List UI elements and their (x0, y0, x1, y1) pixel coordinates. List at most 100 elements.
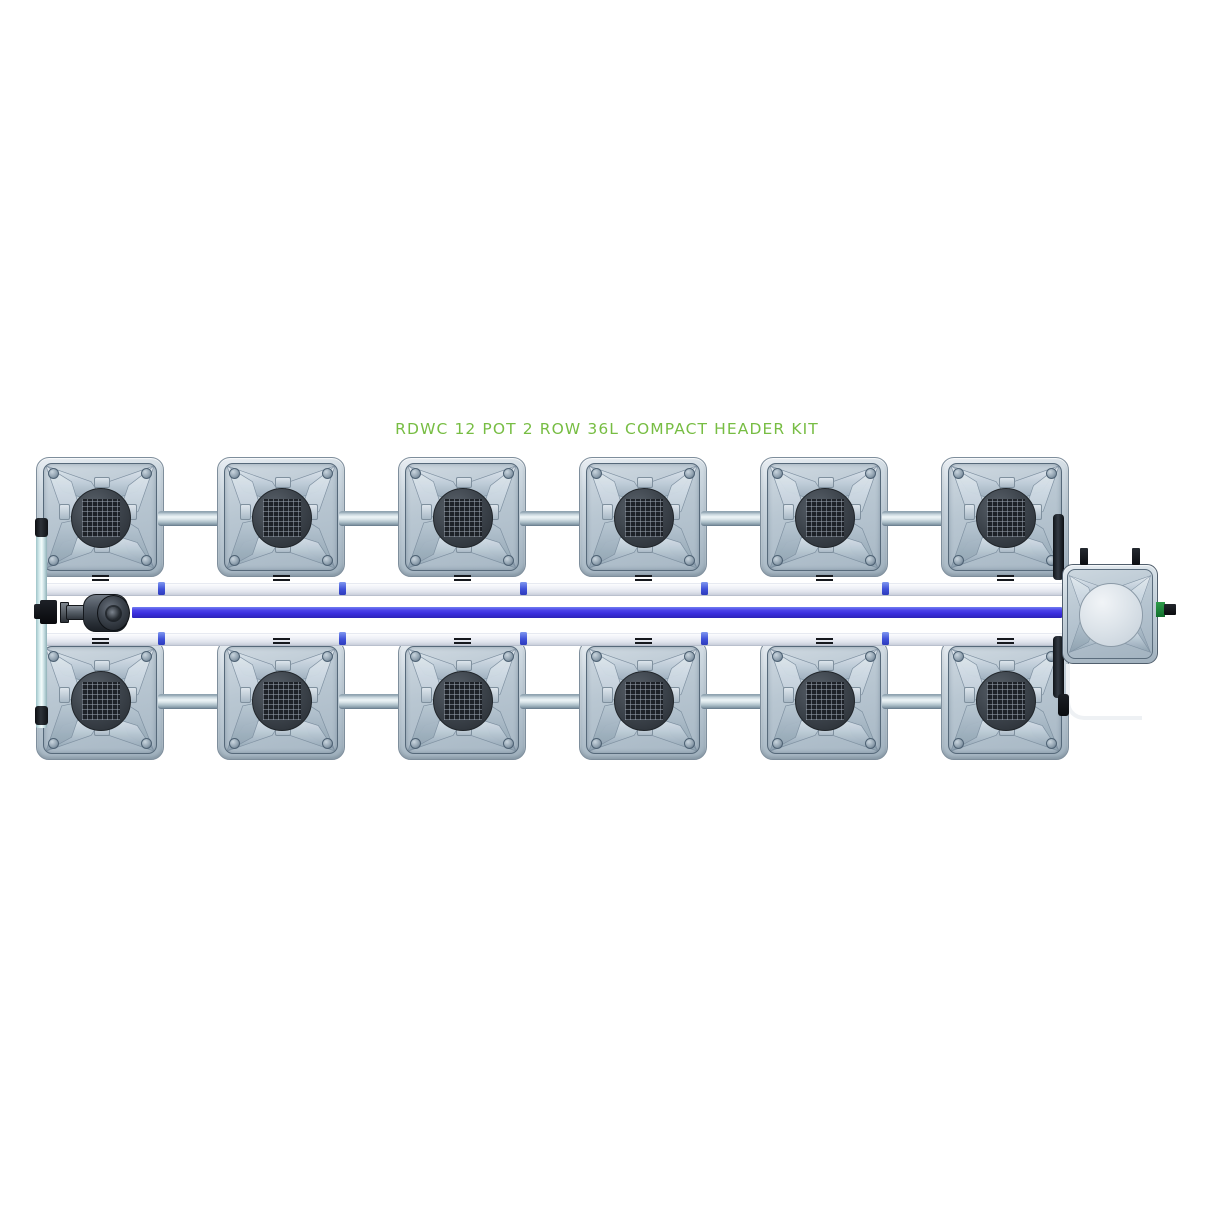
control-reservoir[interactable] (1062, 564, 1158, 664)
pipe-dash-mark (997, 638, 1014, 645)
pot-star-webbing (407, 647, 517, 752)
pot-corner-screw-1 (229, 651, 240, 662)
pot-corner-screw-1 (772, 651, 783, 662)
pot-wedge-4 (407, 648, 446, 752)
pot-mesh-basket[interactable] (976, 488, 1036, 548)
pot-mesh-basket[interactable] (614, 488, 674, 548)
pot-corner-screw-1 (410, 468, 421, 479)
pot-mesh-basket[interactable] (433, 671, 493, 731)
pot-corner-screw-2 (322, 468, 333, 479)
pot-corner-screw-1 (953, 651, 964, 662)
pot-corner-screw-2 (1046, 468, 1057, 479)
pipe-blue-connector (882, 582, 889, 595)
pot-3[interactable] (398, 457, 526, 577)
pot-12[interactable] (941, 640, 1069, 760)
reservoir-lid-frame (1067, 569, 1153, 659)
pot-7[interactable] (36, 640, 164, 760)
pot-collar-tab-w (58, 504, 70, 520)
pot-collar-tab-n (275, 476, 291, 488)
pot-corner-screw-3 (229, 738, 240, 749)
pot-collar-tab-w (58, 687, 70, 703)
pot-mesh-basket[interactable] (252, 671, 312, 731)
pot-wedge-4 (588, 648, 627, 752)
pot-mesh-basket[interactable] (252, 488, 312, 548)
pipe-dash-mark (454, 575, 471, 582)
pot-star-webbing (769, 647, 879, 752)
pot-collar-tab-w (963, 687, 975, 703)
pot-8[interactable] (217, 640, 345, 760)
pot-corner-screw-1 (953, 468, 964, 479)
pot-corner-screw-3 (953, 738, 964, 749)
pot-mesh-grid (82, 499, 120, 537)
pot-2[interactable] (217, 457, 345, 577)
pot-mesh-grid (263, 499, 301, 537)
pot-corner-screw-3 (772, 555, 783, 566)
header-pipe-link (339, 510, 404, 526)
pot-4[interactable] (579, 457, 707, 577)
pot-wedge-4 (769, 648, 808, 752)
reservoir-lid[interactable] (1079, 583, 1143, 647)
pot-5[interactable] (760, 457, 888, 577)
reservoir-post-left (1080, 548, 1088, 565)
pot-lid (43, 463, 157, 571)
pipe-blue-connector (339, 632, 346, 645)
pot-corner-screw-2 (503, 651, 514, 662)
pot-mesh-basket[interactable] (976, 671, 1036, 731)
pot-mesh-basket[interactable] (795, 671, 855, 731)
pipe-dash-mark (816, 638, 833, 645)
pot-corner-screw-3 (591, 555, 602, 566)
pot-mesh-basket[interactable] (71, 488, 131, 548)
pot-corner-screw-3 (410, 738, 421, 749)
pot-corner-screw-3 (48, 738, 59, 749)
pot-corner-screw-4 (141, 555, 152, 566)
pot-wedge-4 (226, 648, 265, 752)
pot-10[interactable] (579, 640, 707, 760)
pot-6[interactable] (941, 457, 1069, 577)
pot-star-webbing (226, 647, 336, 752)
drain-overflow-tube (1066, 664, 1142, 720)
pot-mesh-basket[interactable] (433, 488, 493, 548)
pot-corner-screw-1 (48, 651, 59, 662)
pot-mesh-grid (806, 499, 844, 537)
pot-collar-tab-w (239, 504, 251, 520)
pot-lid (586, 646, 700, 754)
right-riser-bottom (1053, 636, 1064, 698)
header-pipe-link (701, 693, 766, 709)
pipe-blue-connector (701, 582, 708, 595)
pipe-blue-connector (158, 582, 165, 595)
pot-collar-tab-w (601, 687, 613, 703)
pot-lid (224, 646, 338, 754)
pot-corner-screw-2 (141, 651, 152, 662)
pot-star-webbing (588, 464, 698, 569)
pot-mesh-grid (625, 682, 663, 720)
pot-wedge-4 (45, 465, 84, 569)
pot-corner-screw-3 (48, 555, 59, 566)
pot-corner-screw-2 (322, 651, 333, 662)
pot-corner-screw-1 (591, 651, 602, 662)
pipe-blue-connector (520, 632, 527, 645)
pot-corner-screw-2 (141, 468, 152, 479)
pipe-dash-mark (997, 575, 1014, 582)
reservoir-post-right (1132, 548, 1140, 565)
pot-mesh-grid (263, 682, 301, 720)
pot-collar-tab-n (999, 659, 1015, 671)
pot-corner-screw-2 (865, 651, 876, 662)
pot-corner-screw-2 (684, 468, 695, 479)
pot-mesh-basket[interactable] (795, 488, 855, 548)
pump-impeller-head[interactable] (97, 595, 130, 631)
pot-corner-screw-3 (953, 555, 964, 566)
pot-9[interactable] (398, 640, 526, 760)
pot-collar-tab-n (275, 659, 291, 671)
pot-mesh-basket[interactable] (614, 671, 674, 731)
pipe-blue-connector (882, 632, 889, 645)
pot-wedge-4 (407, 465, 446, 569)
pot-lid (948, 646, 1062, 754)
pot-11[interactable] (760, 640, 888, 760)
pot-1[interactable] (36, 457, 164, 577)
header-pipe-link (339, 693, 404, 709)
pot-mesh-basket[interactable] (71, 671, 131, 731)
pot-corner-screw-4 (141, 738, 152, 749)
pot-corner-screw-4 (684, 738, 695, 749)
pot-mesh-grid (444, 682, 482, 720)
